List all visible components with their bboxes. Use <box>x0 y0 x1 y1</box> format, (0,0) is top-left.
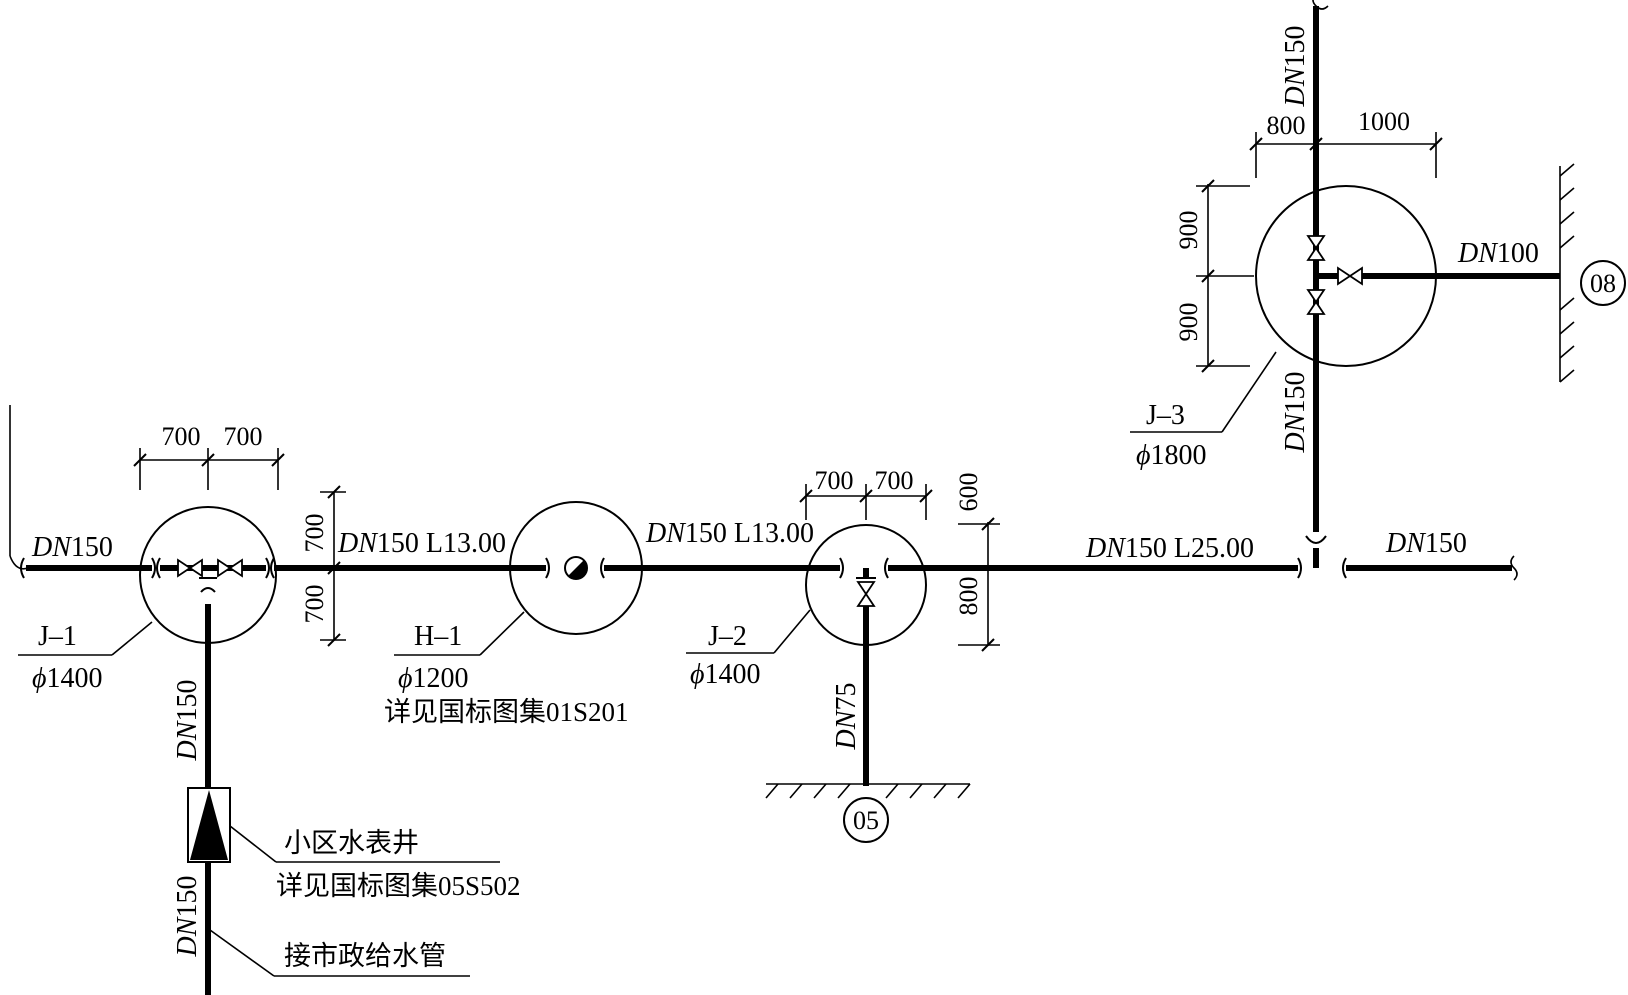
well-j3-code: J–3 <box>1146 400 1185 431</box>
meter-well-note: 详见国标图集05S502 <box>276 871 521 901</box>
pipe-branch-j3-down-label: DN150 <box>1280 372 1311 454</box>
dim-j1-right: 700 <box>224 422 263 451</box>
gate-valve-icon <box>217 558 243 578</box>
dim-j3-upper: 900 <box>1174 211 1203 250</box>
building-05-number: 05 <box>853 806 879 835</box>
building-05-wall <box>765 783 971 799</box>
municipal-connection: 接市政给水管 <box>284 941 446 971</box>
dim-j1-vertical <box>296 485 346 647</box>
pipe-branch-j1-down-lower-label: DN150 <box>172 876 203 958</box>
hydrant-fill <box>568 560 588 580</box>
pipe-seg-j1-h1-label: DN150 L13.00 <box>337 528 506 559</box>
pipe-main-right-label: DN150 <box>1385 528 1467 559</box>
tee-joint <box>1305 535 1327 544</box>
building-08-marker <box>1580 260 1626 306</box>
well-h1-diameter: ϕ1200 <box>398 663 469 694</box>
gate-valve-icon <box>1337 266 1363 286</box>
dim-j2-upper: 600 <box>954 473 983 512</box>
label-j3 <box>1130 351 1277 433</box>
label-j2 <box>686 609 811 654</box>
building-05-marker <box>843 797 889 843</box>
dim-j1-lower: 700 <box>300 585 329 624</box>
pipe-seg-j2-tee-label: DN150 L25.00 <box>1085 533 1254 564</box>
dim-j2-left: 700 <box>815 466 854 495</box>
well-j3 <box>1255 185 1437 367</box>
well-j1-diameter: ϕ1400 <box>32 663 103 694</box>
pipe-seg-h1-j2-label: DN150 L13.00 <box>645 518 814 549</box>
label-h1 <box>394 611 525 656</box>
label-municipal <box>209 929 470 977</box>
label-meter-well <box>229 825 500 863</box>
water-meter-well <box>187 787 231 863</box>
pipe-branch-j2-down-label: DN75 <box>831 683 862 751</box>
dim-j3-lower: 900 <box>1174 303 1203 342</box>
well-j3-diameter: ϕ1800 <box>1136 440 1207 471</box>
gate-valve-icon <box>177 558 203 578</box>
dim-j3-left: 800 <box>1267 111 1306 140</box>
label-j1 <box>18 621 153 656</box>
building-08-wall <box>1559 163 1575 383</box>
pipe-joints <box>151 557 1347 579</box>
dim-j3-vertical <box>1196 179 1254 373</box>
dim-j1-upper: 700 <box>300 514 329 553</box>
dim-j2-vertical <box>958 517 1000 652</box>
meter-well-title: 小区水表井 <box>284 828 419 858</box>
main-pipe-right-break <box>1510 555 1518 581</box>
branch-j3-top-break <box>1312 0 1329 10</box>
well-j2-diameter: ϕ1400 <box>690 659 761 690</box>
dim-j2-lower: 800 <box>954 577 983 616</box>
pipe-branch-j3-right-label: DN100 <box>1457 238 1539 269</box>
meter-arrow-icon <box>190 790 228 860</box>
dim-j3-horizontal <box>1249 132 1443 178</box>
well-j2-code: J–2 <box>708 621 747 652</box>
pipe-branch-j1-down-upper-label: DN150 <box>172 680 203 762</box>
well-j1 <box>139 506 277 644</box>
pipe-branch-j3-up-label: DN150 <box>1280 26 1311 108</box>
dim-j1-left: 700 <box>162 422 201 451</box>
dim-j2-horizontal <box>799 484 933 520</box>
well-h1 <box>509 501 643 635</box>
well-h1-note: 详见国标图集01S201 <box>384 697 629 727</box>
main-pipe-left-end <box>9 405 29 579</box>
pipe-main-left-label: DN150 <box>31 532 113 563</box>
dim-j1-horizontal <box>133 448 285 490</box>
building-08-number: 08 <box>1590 269 1616 298</box>
gate-valve-icon <box>1306 289 1326 315</box>
dim-j2-right: 700 <box>875 466 914 495</box>
dim-j3-right: 1000 <box>1358 107 1410 136</box>
well-h1-code: H–1 <box>414 621 462 652</box>
gate-valve-icon <box>1306 235 1326 261</box>
well-j1-code: J–1 <box>38 621 77 652</box>
gate-valve-icon <box>856 581 876 607</box>
